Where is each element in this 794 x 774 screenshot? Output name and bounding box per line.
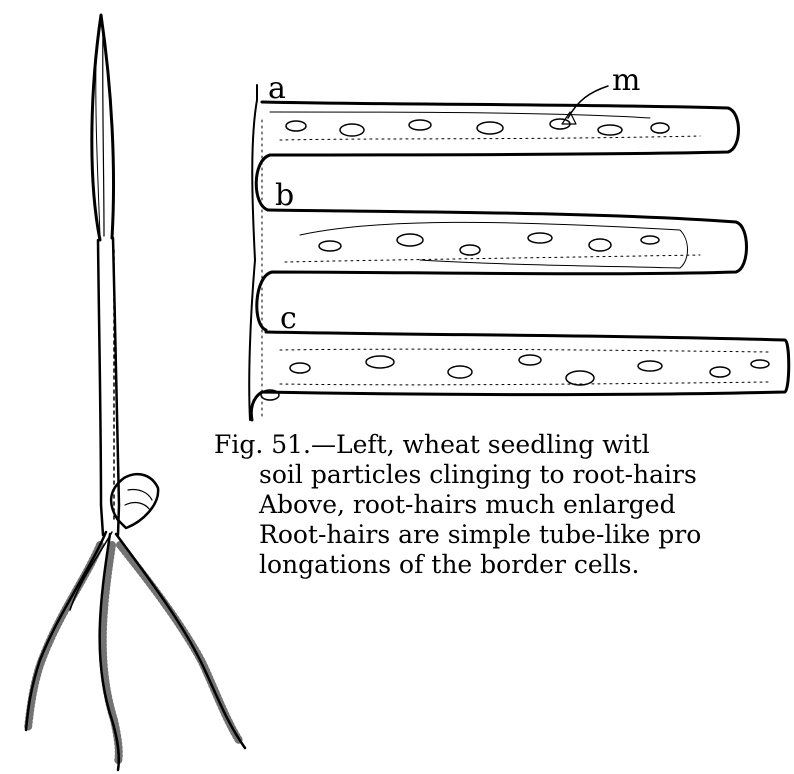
label-b: b (275, 178, 294, 213)
label-m: m (612, 63, 640, 98)
wheat-seedling-drawing (26, 15, 245, 770)
label-c: c (280, 301, 297, 336)
figure-caption: Fig. 51.—Left, wheat seedling witl soil … (214, 430, 794, 580)
caption-line-2: soil particles clinging to root-hairs (214, 460, 794, 490)
caption-line-3: Above, root-hairs much enlarged (214, 490, 794, 520)
caption-line-5: longations of the border cells. (214, 550, 794, 580)
caption-line-4: Root-hairs are simple tube-like pro (214, 520, 794, 550)
root-hairs-enlarged-drawing (249, 85, 789, 420)
label-a: a (268, 71, 286, 106)
caption-line-1: Fig. 51.—Left, wheat seedling witl (214, 430, 794, 460)
